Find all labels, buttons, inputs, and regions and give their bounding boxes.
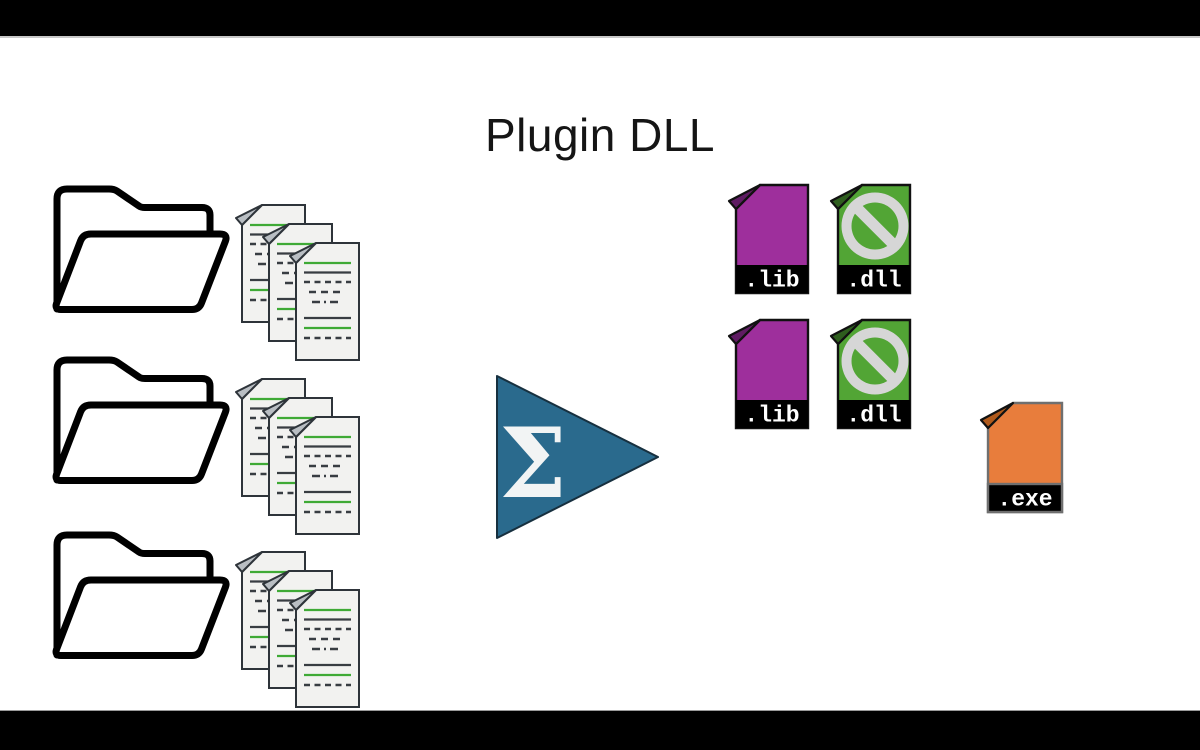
dll-file-label: .dll — [846, 268, 901, 294]
bottom-divider-line — [0, 710, 1200, 711]
fold-corner-icon — [829, 183, 864, 211]
slide-title: Plugin DLL — [485, 109, 715, 161]
lib-file-label: .lib — [744, 403, 799, 429]
fold-corner-icon — [727, 183, 762, 211]
top-divider-line — [0, 36, 1200, 38]
dll-file-icon-2: .dll — [829, 318, 912, 430]
lib-file-icon-1: .lib — [727, 183, 810, 295]
sigma-symbol: Σ — [499, 407, 567, 520]
fold-corner-icon — [727, 318, 762, 346]
fold-corner-icon — [829, 318, 864, 346]
fold-corner-icon — [979, 401, 1015, 430]
dll-file-icon-1: .dll — [829, 183, 912, 295]
lib-file-label: .lib — [744, 268, 799, 294]
sigma-aggregator: Σ — [496, 375, 659, 539]
open-folder-icon-2 — [56, 360, 226, 481]
dll-file-label: .dll — [846, 403, 901, 429]
top-letterbox-bar — [0, 0, 1200, 36]
open-folder-icon-3 — [56, 535, 226, 656]
open-folder-icon-1 — [56, 189, 226, 310]
bottom-letterbox-bar — [0, 711, 1200, 750]
lib-file-icon-2: .lib — [727, 318, 810, 430]
exe-file-label: .exe — [997, 487, 1052, 513]
exe-file-icon: .exe — [979, 401, 1064, 514]
no-entry-icon — [841, 327, 909, 395]
no-entry-icon — [841, 192, 909, 260]
teal-triangle-icon — [496, 375, 659, 539]
